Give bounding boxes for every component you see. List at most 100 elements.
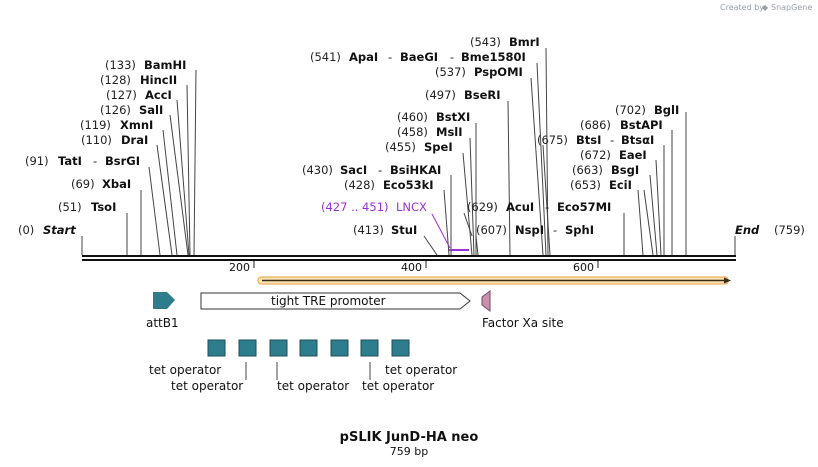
cut-line-acci	[176, 99, 190, 256]
svg-text:-: -	[93, 154, 97, 168]
svg-text:-: -	[378, 163, 382, 177]
svg-text:(460): (460)	[397, 110, 428, 124]
svg-text:SalI: SalI	[139, 103, 163, 117]
end-position: (759)	[774, 223, 805, 237]
site-sali: (126) SalI	[100, 103, 163, 117]
cut-line-eaei	[655, 159, 662, 256]
credit-prefix: Created by	[720, 3, 764, 12]
site-eco53ki: (428) Eco53kI	[344, 178, 434, 192]
cut-line-bamhi	[193, 69, 197, 256]
map-title: pSLIK JunD-HA neo	[340, 430, 479, 445]
svg-text:NspI: NspI	[515, 223, 544, 237]
svg-text:(69): (69)	[71, 177, 95, 191]
site-nspi: (607) NspI - SphI	[476, 223, 594, 237]
cut-line-xmni	[162, 129, 178, 256]
orf-arrow	[257, 276, 731, 285]
svg-text:(133): (133)	[105, 58, 136, 72]
svg-text:SpeI: SpeI	[424, 140, 453, 154]
site-bmri: (543) BmrI	[470, 35, 540, 49]
site-acui: (629) AcuI - Eco57MI	[467, 200, 611, 214]
cut-site-lines	[81, 47, 736, 256]
svg-text:(128): (128)	[100, 73, 131, 87]
tet-operator-label-5: tet operator	[362, 379, 434, 393]
factor-xa-label: Factor Xa site	[482, 316, 564, 330]
svg-text:(663): (663)	[572, 163, 603, 177]
site-bstapi: (686) BstAPI	[580, 118, 663, 132]
svg-text:(653): (653)	[570, 178, 601, 192]
site-hincii: (128) HincII	[100, 73, 177, 87]
svg-text:(541): (541)	[310, 50, 341, 64]
map-subtitle: 759 bp	[390, 445, 428, 458]
svg-text:(428): (428)	[344, 178, 375, 192]
svg-text:-: -	[553, 223, 557, 237]
cut-line-sali	[169, 114, 189, 256]
cut-line-stui	[423, 235, 438, 256]
site-btsi: (675) BtsI - BtsαI	[537, 133, 654, 147]
site-msli: (458) MslI	[397, 125, 463, 139]
svg-text:BaeGI: BaeGI	[400, 50, 438, 64]
tet-operator-label-3: tet operator	[277, 379, 349, 393]
svg-text:(543): (543)	[470, 35, 501, 49]
svg-text:(458): (458)	[397, 125, 428, 139]
site-drai: (110) DraI	[81, 133, 148, 147]
cut-line-drai	[156, 144, 173, 256]
sequence-backbone	[82, 255, 736, 261]
svg-text:(126): (126)	[100, 103, 131, 117]
site-bsgi: (663) BsgI	[572, 163, 639, 177]
svg-text:(497): (497)	[425, 88, 456, 102]
site-eaei: (672) EaeI	[580, 148, 647, 162]
svg-text:Eco53kI: Eco53kI	[383, 178, 434, 192]
svg-text:XmnI: XmnI	[120, 118, 153, 132]
svg-text:BsrGI: BsrGI	[105, 154, 140, 168]
svg-text:(455): (455)	[385, 140, 416, 154]
svg-text:TatI: TatI	[58, 154, 82, 168]
site-xmni: (119) XmnI	[80, 118, 153, 132]
site-psp: (537) PspOMI	[435, 65, 523, 79]
tet-operator-label-2: tet operator	[171, 379, 243, 393]
site-ecii: (653) EciI	[570, 178, 632, 192]
credit-brand: SnapGene	[771, 3, 812, 12]
tet-operator-label-1: tet operator	[149, 363, 221, 377]
primer-name: LNCX	[396, 200, 427, 214]
attb1-feature: attB1	[146, 292, 179, 330]
svg-text:-: -	[545, 200, 549, 214]
site-acci: (127) AccI	[106, 88, 172, 102]
svg-text:(51): (51)	[58, 200, 82, 214]
svg-text:BamHI: BamHI	[144, 58, 186, 72]
svg-text:(91): (91)	[25, 154, 49, 168]
site-xbai: (69) XbaI	[71, 177, 131, 191]
site-bseri: (497) BseRI	[425, 88, 501, 102]
svg-text:HincII: HincII	[140, 73, 177, 87]
svg-text:SacI: SacI	[340, 163, 367, 177]
cut-line-hincii	[186, 84, 191, 256]
svg-text:BsgI: BsgI	[611, 163, 639, 177]
svg-text:TsoI: TsoI	[91, 200, 116, 214]
svg-text:Eco57MI: Eco57MI	[557, 200, 611, 214]
cut-line-apai	[536, 62, 547, 256]
svg-text:Bme1580I: Bme1580I	[461, 50, 526, 64]
snapgene-icon: ◆	[762, 3, 769, 12]
svg-text:(413): (413)	[353, 223, 384, 237]
start-label: Start	[43, 223, 76, 237]
svg-text:(537): (537)	[435, 65, 466, 79]
site-bstxi: (460) BstXI	[397, 110, 470, 124]
svg-text:BglI: BglI	[654, 103, 679, 117]
svg-text:BseRI: BseRI	[464, 88, 501, 102]
svg-text:SphI: SphI	[565, 223, 594, 237]
site-tsoi: (51) TsoI	[58, 200, 116, 214]
start-position: (0)	[18, 223, 34, 237]
tet-operator-boxes	[207, 339, 410, 380]
svg-text:(110): (110)	[81, 133, 112, 147]
svg-text:PspOMI: PspOMI	[474, 65, 523, 79]
svg-text:BsiHKAI: BsiHKAI	[390, 163, 441, 177]
svg-text:BtsαI: BtsαI	[621, 133, 654, 147]
svg-text:-: -	[450, 50, 454, 64]
cut-line-spei	[462, 152, 473, 256]
svg-text:BstAPI: BstAPI	[620, 118, 663, 132]
end-label: End	[735, 223, 760, 237]
cut-line-tati	[148, 166, 161, 256]
cut-line-btsi-lead	[542, 144, 551, 256]
site-spei: (455) SpeI	[385, 140, 453, 154]
ruler-label-200: 200	[229, 261, 250, 274]
